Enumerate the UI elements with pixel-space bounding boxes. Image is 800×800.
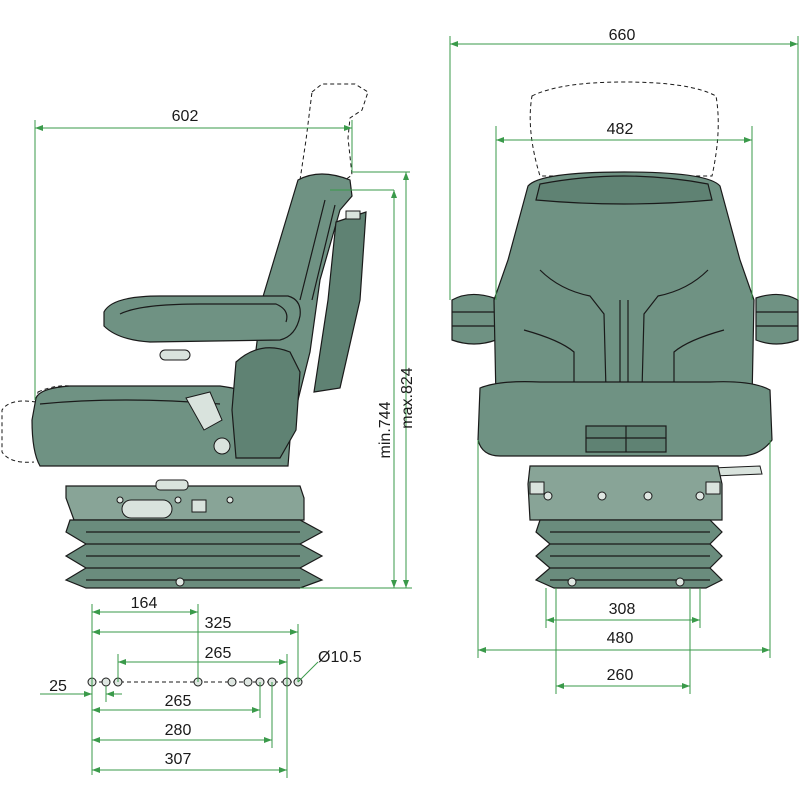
side-backrest-panel [313, 211, 367, 393]
front-view: 660 482 308 480 260 [449, 27, 799, 694]
dim-307-label: 307 [165, 751, 192, 768]
dim-front-width-label: 660 [609, 27, 636, 44]
dim-side-width-label: 602 [172, 108, 199, 125]
side-lever [231, 347, 301, 459]
front-plate-hole [695, 491, 705, 501]
front-plate-hole [643, 491, 653, 501]
dim-265-bottom-label: 265 [165, 693, 192, 710]
side-plate-badge [191, 499, 207, 513]
dim-25-label: 25 [49, 678, 67, 695]
side-plate-hole [116, 496, 124, 504]
front-backrest [493, 171, 755, 401]
front-suspension-plate [527, 465, 723, 521]
dim-max-height-label: max.824 [399, 367, 416, 428]
hole-pattern: 164 325 265 Ø10.5 25 265 [40, 595, 362, 778]
front-bellows [534, 519, 724, 589]
side-armrest-knob [159, 349, 191, 361]
dim-front-308-label: 308 [609, 601, 636, 618]
dim-164-label: 164 [131, 595, 158, 612]
front-plate-bracket-left [529, 481, 545, 495]
side-plate-hole [226, 496, 234, 504]
side-plate-hole [174, 496, 182, 504]
front-seat-cushion [477, 381, 773, 457]
front-bellows-fold [550, 531, 710, 581]
side-armrest-inner [119, 303, 288, 323]
dim-hole-diameter-label: Ø10.5 [318, 649, 362, 666]
front-plate-bracket-right [705, 481, 721, 495]
front-armrest-left [451, 293, 497, 345]
front-bellows-hole [567, 577, 577, 587]
dim-front-inner-width-label: 482 [607, 121, 634, 138]
front-headrest-pad [535, 175, 713, 205]
side-weight-dial [121, 499, 173, 519]
front-armrest-left-detail [452, 311, 494, 327]
front-ghost-headrest [529, 81, 719, 177]
front-armrest-right [755, 293, 799, 345]
dim-front-260-label: 260 [607, 667, 634, 684]
side-backrest-clip [345, 210, 361, 220]
mount-hole [243, 677, 253, 687]
front-cushion-vent-line [586, 426, 666, 452]
side-bellows [64, 519, 324, 589]
mount-hole [227, 677, 237, 687]
dim-265-top-label: 265 [205, 645, 232, 662]
side-plate-slot [155, 479, 189, 491]
side-armrest [103, 295, 301, 343]
dim-front-480-label: 480 [607, 630, 634, 647]
side-bellows-hole [175, 577, 185, 587]
front-bellows-hole [675, 577, 685, 587]
dim-min-height-label: min.744 [377, 401, 394, 458]
side-backrest-seam [299, 199, 336, 301]
mount-hole [101, 677, 111, 687]
front-backrest-seam-center [619, 300, 629, 396]
front-plate-hole [597, 491, 607, 501]
side-view: 602 min.744 max.824 [1, 83, 416, 589]
front-plate-hole [543, 491, 553, 501]
dim-325-label: 325 [205, 615, 232, 632]
front-backrest-seam-left [523, 269, 607, 396]
front-backrest-seam-right [641, 269, 725, 396]
side-lever-handle [185, 391, 223, 431]
side-bellows-fold [86, 531, 300, 581]
front-armrest-right-detail [756, 311, 798, 327]
side-lever-knob [213, 437, 231, 455]
dim-280-label: 280 [165, 722, 192, 739]
side-suspension-plate [65, 485, 305, 521]
